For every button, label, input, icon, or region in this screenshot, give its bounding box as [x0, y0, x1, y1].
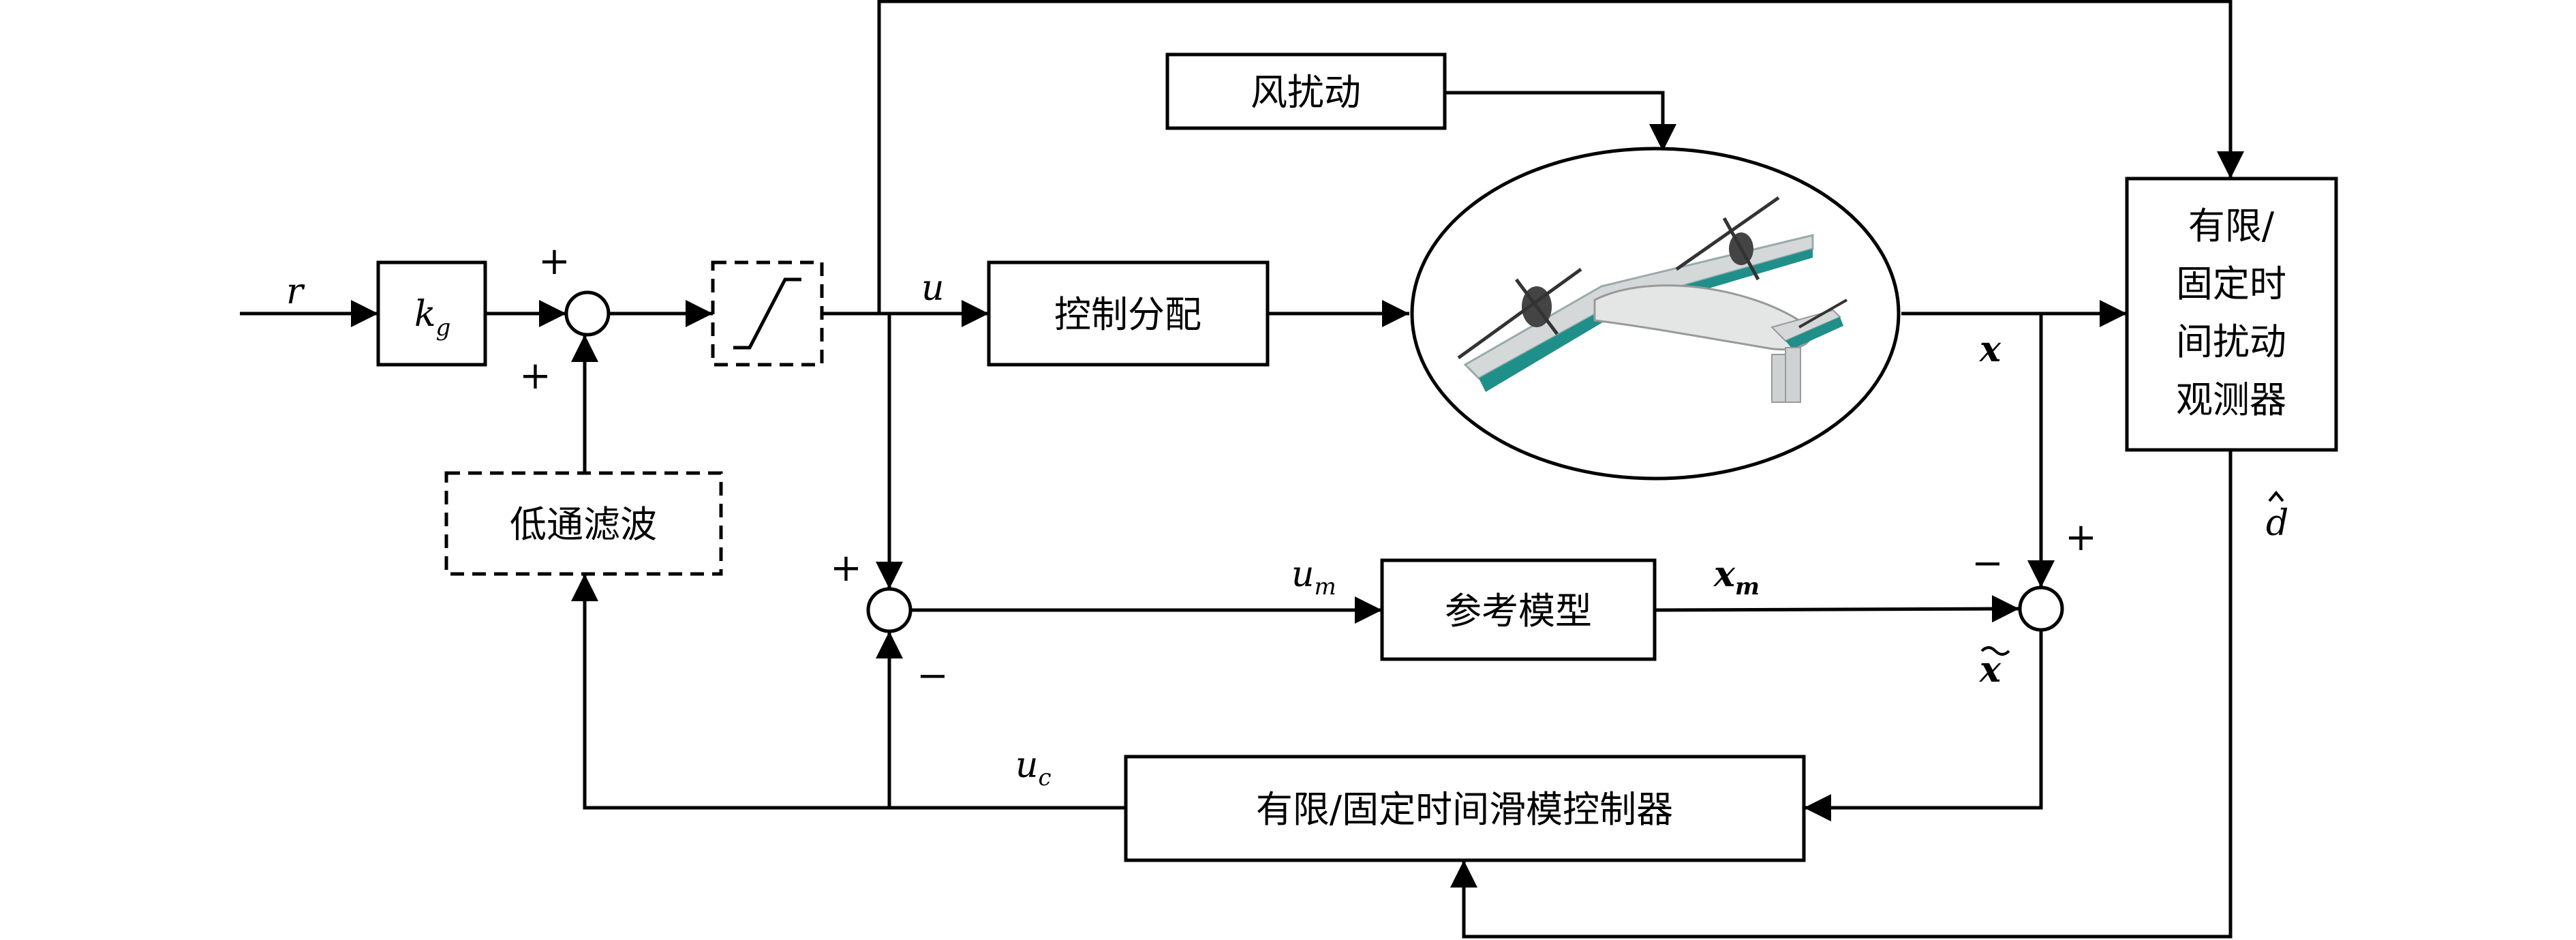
sum2-left-sign: +: [830, 546, 862, 590]
wire-u-to-observer-top: [877, 0, 2244, 314]
disturbance-observer-line-4: 观测器: [2176, 378, 2286, 421]
wire-wind-to-plant: [1445, 91, 1676, 151]
sliding-mode-controller-block: [1124, 755, 1806, 862]
control-allocation-block: [987, 260, 1270, 367]
wire-uc-to-lowpass: [571, 574, 1126, 810]
disturbance-observer-line-2: 固定时: [2176, 262, 2286, 305]
lowpass-filter-block: [444, 471, 723, 576]
kg-gain-block: [376, 260, 487, 367]
disturbance-observer-line-1: 有限/: [2188, 204, 2275, 247]
kg-label: kg: [414, 294, 450, 342]
um-signal-label: um: [1291, 554, 1336, 601]
sum1-top-sign: +: [538, 239, 570, 284]
sum3-left-sign: −: [1972, 541, 2004, 586]
xm-signal-label: xm: [1713, 554, 1760, 601]
sliding-mode-controller-label: 有限/固定时间滑模控制器: [1256, 788, 1673, 831]
r-input-label: r: [286, 271, 305, 312]
sum-junction-2: [866, 587, 913, 633]
wind-disturbance-block: [1165, 52, 1447, 130]
sum1-bottom-sign: +: [519, 354, 551, 398]
x-state-label: x: [1979, 329, 2002, 370]
disturbance-observer-line-3: 间扰动: [2176, 320, 2286, 363]
lowpass-filter-label: 低通滤波: [510, 503, 657, 546]
xtilde-signal-label: x: [1979, 646, 2010, 691]
disturbance-observer-block: [2125, 177, 2338, 452]
u-signal-label: u: [921, 268, 945, 309]
saturation-icon: [733, 277, 801, 350]
control-allocation-label: 控制分配: [1054, 293, 1201, 336]
wire-xm-to-sum3: [1654, 595, 2020, 623]
sum-junction-3: [2018, 586, 2064, 632]
svg-text:d: d: [2266, 503, 2288, 544]
uc-signal-label: uc: [1015, 745, 1052, 791]
sum-junction-1: [564, 290, 611, 337]
tiltrotor-aircraft-icon: [1457, 196, 1847, 403]
reference-model-block: [1380, 558, 1657, 661]
svg-text:x: x: [1979, 649, 2002, 691]
sum3-top-sign: +: [2065, 515, 2097, 560]
dhat-signal-label: d: [2266, 490, 2288, 544]
wire-dhat-to-controller: [1450, 450, 2233, 939]
reference-model-label: 参考模型: [1445, 590, 1592, 633]
sum2-bottom-sign: −: [917, 654, 949, 698]
wire-xtilde-to-controller: [1804, 630, 2043, 821]
wind-disturbance-label: 风扰动: [1251, 71, 1361, 114]
